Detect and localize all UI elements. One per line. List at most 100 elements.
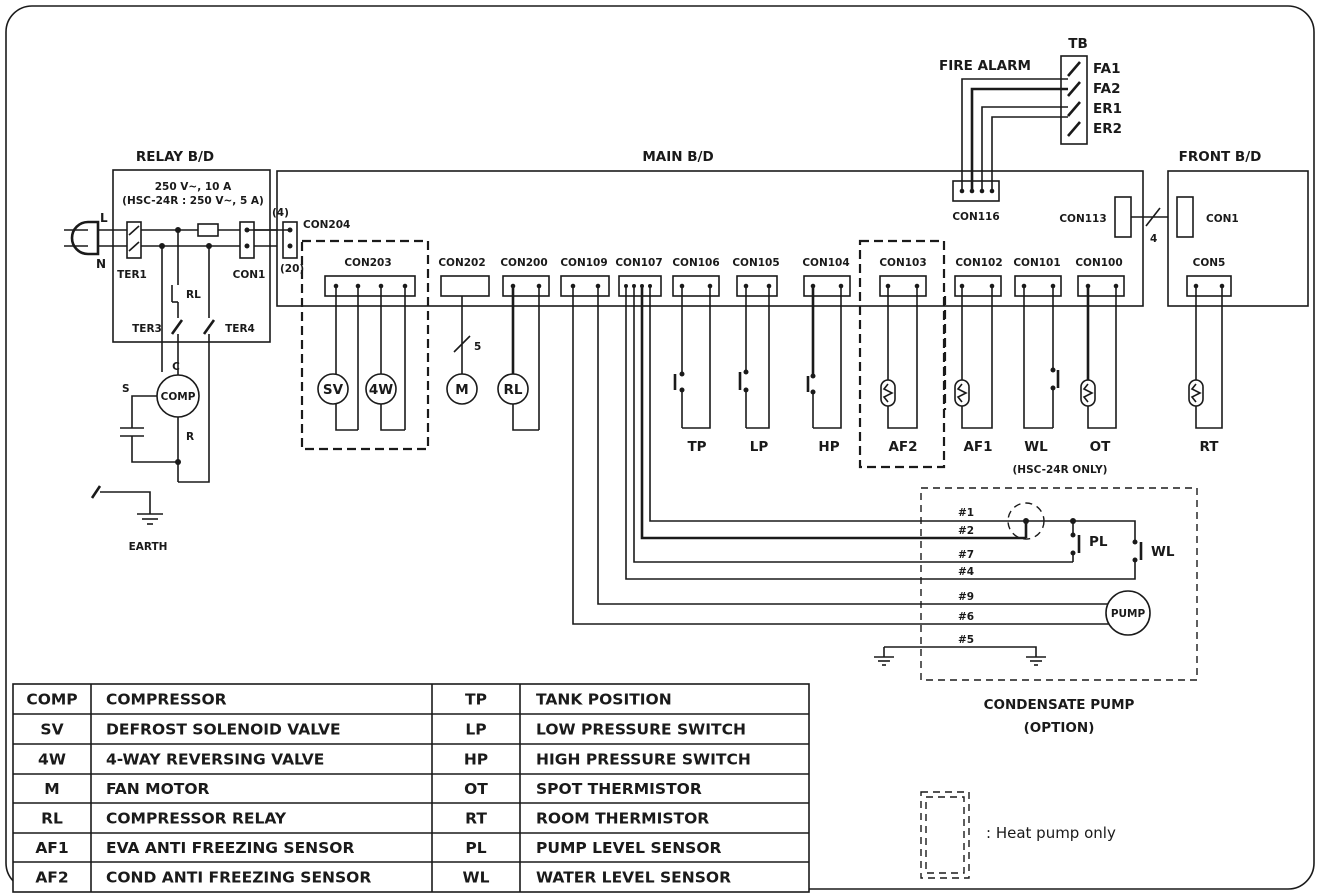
af1-label: AF1 <box>963 439 992 455</box>
legend-desc: SPOT THERMISTOR <box>536 780 702 798</box>
pump-pin-4: #4 <box>958 566 974 578</box>
heat-pump-note: : Heat pump only <box>920 791 1116 879</box>
con100-label: CON100 <box>1075 257 1122 269</box>
con113-wire-count: 4 <box>1150 233 1157 245</box>
main-board: CON204 (4) (20) CON203 SV 4W CON202 5 M … <box>272 170 1144 469</box>
hp-label: HP <box>818 439 839 455</box>
con103-connector <box>879 275 927 297</box>
front-con1-connector <box>1176 196 1194 238</box>
legend-abbr: AF1 <box>35 839 68 857</box>
con106-connector <box>672 275 720 297</box>
sv-label: SV <box>323 382 344 398</box>
legend-abbr: LP <box>465 721 486 739</box>
legend-abbr: OT <box>464 780 488 798</box>
comp-c-label: C <box>172 361 180 373</box>
legend-desc: PUMP LEVEL SENSOR <box>536 839 722 857</box>
pump-pin-9: #9 <box>958 591 974 603</box>
relay-rating-1: 250 V~, 10 A <box>155 181 232 193</box>
condensate-pump-box <box>920 487 1198 681</box>
con109-label: CON109 <box>560 257 607 269</box>
con204-pin4-label: (4) <box>272 207 289 219</box>
fourw-label: 4W <box>369 382 393 398</box>
con107-label: CON107 <box>615 257 662 269</box>
plug-icon <box>70 220 100 256</box>
con203-connector <box>324 275 416 297</box>
legend-abbr: WL <box>463 869 490 887</box>
tb-title: TB <box>1068 36 1088 52</box>
lp-label: LP <box>750 439 769 455</box>
con204-connector <box>282 221 298 259</box>
front-board-title: FRONT B/D <box>1179 149 1262 165</box>
line-label: L <box>100 211 108 225</box>
neutral-label: N <box>96 257 106 271</box>
relay-con1 <box>239 221 255 259</box>
relay-board-title: RELAY B/D <box>136 149 214 165</box>
pump-label: PUMP <box>1111 608 1146 620</box>
tb-fa2: FA2 <box>1093 81 1121 97</box>
relay-coil-label: RL <box>504 382 523 398</box>
legend-desc: FAN MOTOR <box>106 780 210 798</box>
con101-connector <box>1014 275 1062 297</box>
con113-connector <box>1114 196 1132 238</box>
con113-label: CON113 <box>1059 213 1106 225</box>
hsc-only-label: (HSC-24R ONLY) <box>1013 464 1108 476</box>
legend-desc: EVA ANTI FREEZING SENSOR <box>106 839 354 857</box>
compressor-circuit: C COMP S R <box>120 334 210 483</box>
con103-label: CON103 <box>879 257 926 269</box>
con116-connector <box>952 180 1000 202</box>
fuse-icon <box>197 223 219 237</box>
pump-title-1: CONDENSATE PUMP <box>984 697 1135 713</box>
comp-s-label: S <box>122 383 130 395</box>
compressor-label: COMP <box>161 391 196 403</box>
con5-label: CON5 <box>1193 257 1226 269</box>
pump-pin-6: #6 <box>958 611 974 623</box>
front-board: CON1 CON5 RT <box>1167 170 1309 455</box>
condensate-pump: (HSC-24R ONLY) #1 #2 #7 #4 #9 #6 #5 PL <box>572 286 1198 736</box>
legend-desc: ROOM THERMISTOR <box>536 810 709 828</box>
tp-label: TP <box>687 439 706 455</box>
legend-desc: HIGH PRESSURE SWITCH <box>536 751 751 769</box>
con202-wire-count: 5 <box>474 341 481 353</box>
tb-er1: ER1 <box>1093 101 1122 117</box>
tb-fa1: FA1 <box>1093 61 1121 77</box>
legend-desc: COMPRESSOR RELAY <box>106 810 287 828</box>
con200-label: CON200 <box>500 257 547 269</box>
legend-desc: COND ANTI FREEZING SENSOR <box>106 869 371 887</box>
ot-label: OT <box>1090 439 1111 455</box>
con202-label: CON202 <box>438 257 485 269</box>
fan-motor-label: M <box>455 382 468 398</box>
relay-rl-label: RL <box>186 289 201 301</box>
pump-pin-5: #5 <box>958 634 974 646</box>
earth-label: EARTH <box>129 541 168 553</box>
con104-connector <box>803 275 851 297</box>
heat-pump-note-icon <box>920 791 970 879</box>
legend-abbr: 4W <box>38 751 66 769</box>
pump-icon <box>1105 590 1151 636</box>
con105-label: CON105 <box>732 257 779 269</box>
relay-rating-2: (HSC-24R : 250 V~, 5 A) <box>122 195 264 207</box>
legend-abbr: COMP <box>26 691 77 709</box>
earth-ground: EARTH <box>90 485 168 553</box>
tb-er2: ER2 <box>1093 121 1122 137</box>
con200-connector <box>502 275 550 297</box>
legend-abbr: RL <box>41 810 63 828</box>
pump-pin-1: #1 <box>958 507 974 519</box>
pump-title-2: (OPTION) <box>1024 720 1095 736</box>
legend-desc: DEFROST SOLENOID VALVE <box>106 721 341 739</box>
legend-desc: LOW PRESSURE SWITCH <box>536 721 746 739</box>
relay-con1-label: CON1 <box>233 269 266 281</box>
con204-label: CON204 <box>303 219 350 231</box>
legend-desc: COMPRESSOR <box>106 691 227 709</box>
fan-motor-icon <box>446 373 478 405</box>
con102-connector <box>954 275 1002 297</box>
legend-abbr: HP <box>464 751 488 769</box>
con100-connector <box>1077 275 1125 297</box>
legend-frame <box>12 683 810 893</box>
heat-pump-only-group-1 <box>300 239 430 451</box>
con204-pin20-label: (20) <box>280 263 304 275</box>
rt-label: RT <box>1200 439 1220 455</box>
legend-desc: 4-WAY REVERSING VALVE <box>106 751 324 769</box>
